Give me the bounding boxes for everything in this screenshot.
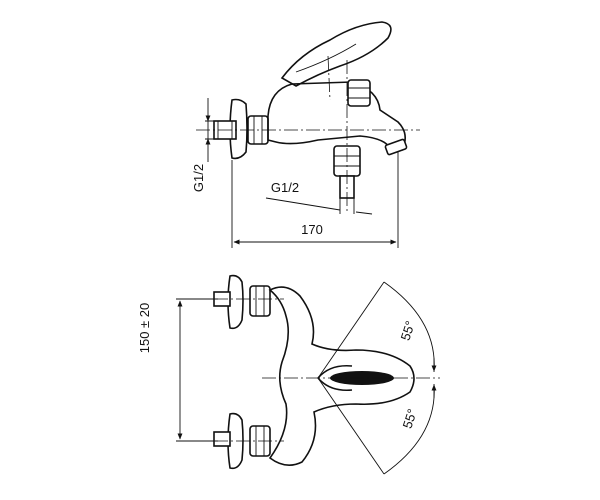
lower-wall-flange [227,412,244,470]
diverter-knob [347,79,371,107]
mixer-body [267,81,406,151]
top-view: 55° 55° 150 ± 20 [137,274,440,475]
lower-angle-label: 55° [400,407,420,430]
width-dimension-label: 170 [301,222,323,237]
upper-angle-label: 55° [398,319,418,342]
upper-inlet-nut [249,285,271,317]
centers-dimension-label: 150 ± 20 [137,303,152,354]
mixer-body-top [268,286,415,466]
lever-handle [280,21,392,87]
spout-aerator [384,138,408,156]
thread-outlet-label: G1/2 [271,180,299,195]
upper-wall-flange [227,274,244,330]
side-view: G1/2 G1/2 170 [191,21,420,248]
wall-flange [229,98,248,160]
thread-inlet-label: G1/2 [191,164,206,192]
